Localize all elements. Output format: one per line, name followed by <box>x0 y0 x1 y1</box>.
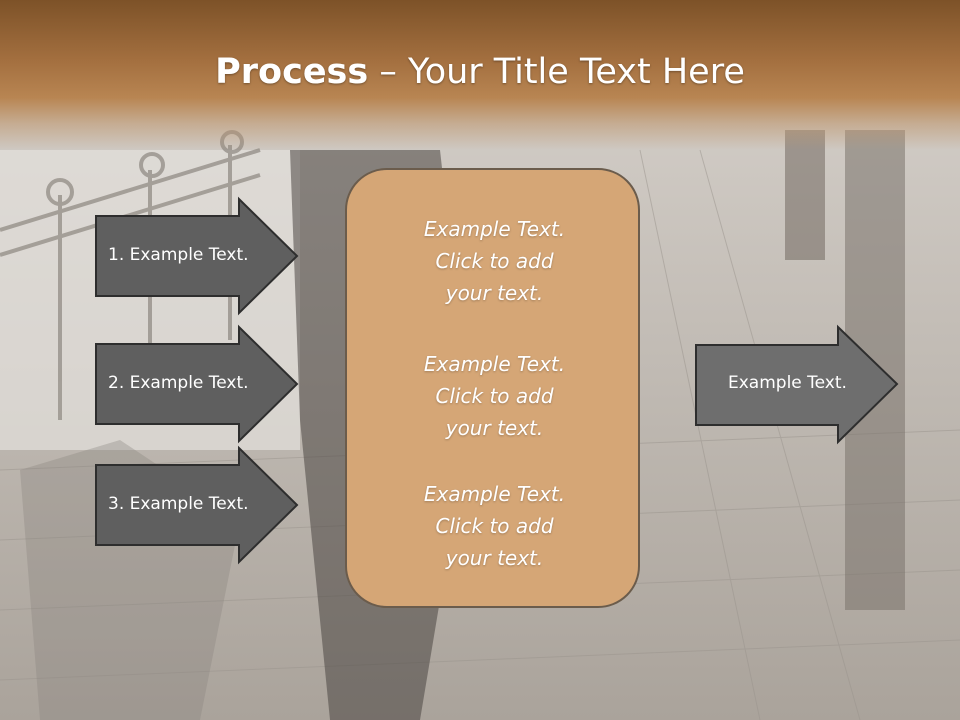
step-2-label: 2. Example Text. <box>108 373 249 393</box>
title-rest: – Your Title Text Here <box>368 52 745 92</box>
process-step-arrow-1[interactable]: 1. Example Text. <box>95 196 300 316</box>
center-text-block-3: Example Text. Click to add your text. <box>423 482 566 570</box>
title-band <box>0 0 960 150</box>
slide-title[interactable]: Process – Your Title Text Here <box>0 52 960 92</box>
process-step-arrow-3[interactable]: 3. Example Text. <box>95 445 300 565</box>
center-text-block-2: Example Text. Click to add your text. <box>423 352 566 440</box>
center-text-box[interactable]: Example Text. Click to add your text. Ex… <box>345 168 640 608</box>
step-3-label: 3. Example Text. <box>108 494 249 514</box>
result-arrow[interactable]: Example Text. <box>695 324 900 445</box>
process-step-arrow-2[interactable]: 2. Example Text. <box>95 324 300 444</box>
center-text-block-1: Example Text. Click to add your text. <box>423 217 566 305</box>
step-1-label: 1. Example Text. <box>108 245 249 265</box>
result-label: Example Text. <box>728 373 847 393</box>
title-bold: Process <box>215 52 369 92</box>
